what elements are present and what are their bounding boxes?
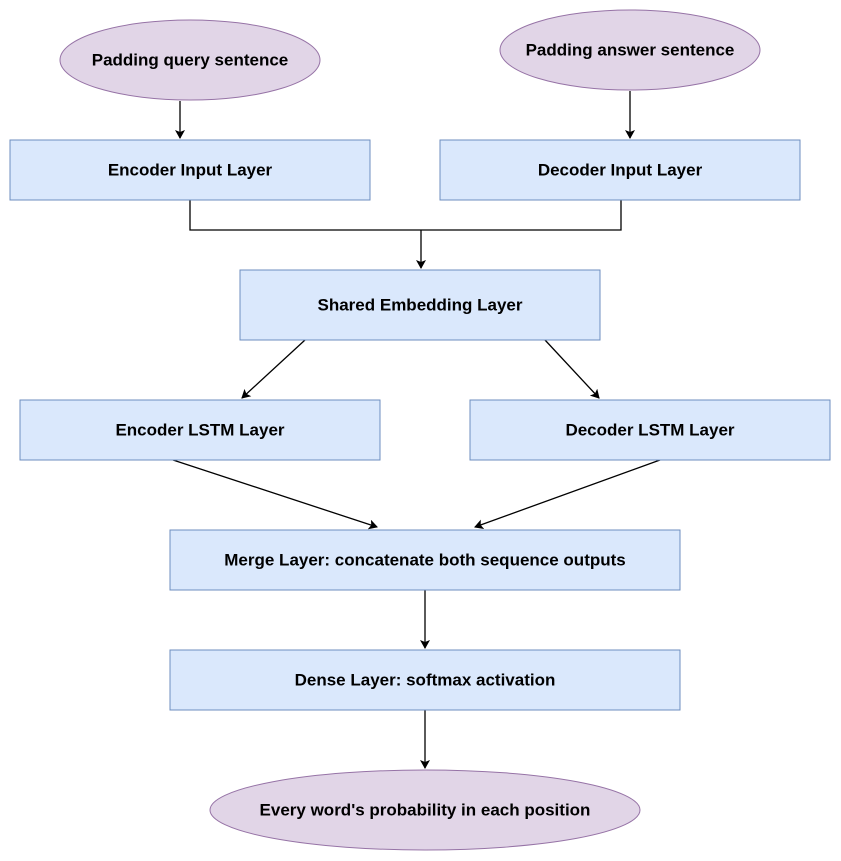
edge-encoder-lstm-to-merge: [172, 459, 378, 530]
node-encoder-input-label: Encoder Input Layer: [108, 161, 273, 180]
node-decoder-lstm-label: Decoder LSTM Layer: [565, 421, 734, 440]
node-decoder-input-label: Decoder Input Layer: [538, 161, 703, 180]
node-decoder-lstm: Decoder LSTM Layer: [469, 399, 831, 461]
node-dense-label: Dense Layer: softmax activation: [295, 671, 556, 690]
node-padding-query-label: Padding query sentence: [92, 51, 289, 70]
node-encoder-input: Encoder Input Layer: [9, 139, 371, 201]
node-merge-label: Merge Layer: concatenate both sequence o…: [224, 551, 625, 570]
node-output-label: Every word's probability in each positio…: [260, 801, 591, 820]
node-decoder-input: Decoder Input Layer: [439, 139, 801, 201]
node-encoder-lstm: Encoder LSTM Layer: [19, 399, 381, 461]
edges: [172, 91, 661, 769]
node-merge: Merge Layer: concatenate both sequence o…: [169, 529, 681, 591]
edge-embedding-to-encoder-lstm: [241, 339, 306, 399]
node-dense: Dense Layer: softmax activation: [169, 649, 681, 711]
edge-embedding-to-decoder-lstm: [544, 339, 600, 399]
edge-decoder-lstm-to-merge: [474, 459, 661, 529]
node-padding-answer: Padding answer sentence: [499, 9, 761, 91]
edge-decoder-input-to-junction: [421, 200, 622, 231]
node-output: Every word's probability in each positio…: [209, 769, 641, 851]
edge-encoder-input-to-junction: [189, 200, 421, 231]
node-padding-query: Padding query sentence: [59, 19, 321, 101]
node-shared-embedding: Shared Embedding Layer: [239, 269, 601, 341]
node-padding-answer-label: Padding answer sentence: [526, 41, 735, 60]
node-shared-embedding-label: Shared Embedding Layer: [318, 296, 523, 315]
node-encoder-lstm-label: Encoder LSTM Layer: [115, 421, 284, 440]
